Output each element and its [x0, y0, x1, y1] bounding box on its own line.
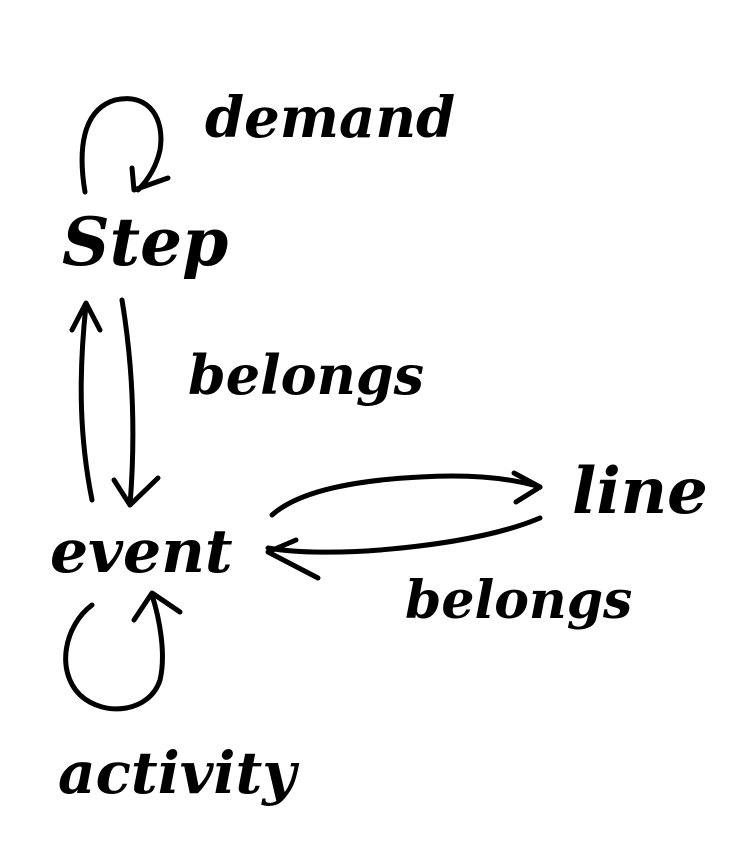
- edge-label-belongs-step-event: belongs: [188, 343, 424, 407]
- event-self-loop-arrow: [63, 592, 165, 712]
- step-self-loop-arrow: [79, 96, 164, 195]
- event-to-line-arrowhead: [511, 470, 543, 505]
- node-event: event: [50, 517, 233, 587]
- event-self-loop-arrowhead: [131, 590, 183, 623]
- step-to-event-arrowhead: [111, 475, 161, 508]
- line-to-event-arrowhead: [265, 537, 321, 581]
- step-self-loop-arrowhead: [129, 165, 171, 193]
- event-to-step-arrowhead: [69, 300, 103, 333]
- line-to-event-arrow: [265, 515, 543, 555]
- edge-label-demand: demand: [205, 85, 455, 151]
- edge-label-activity: activity: [58, 739, 300, 807]
- event-to-step-arrow: [78, 302, 95, 503]
- node-line: line: [572, 454, 708, 529]
- node-step: Step: [62, 203, 228, 281]
- edge-label-belongs-line-event: belongs: [405, 570, 632, 631]
- step-to-event-arrow: [119, 297, 136, 508]
- event-to-line-arrow: [269, 473, 543, 518]
